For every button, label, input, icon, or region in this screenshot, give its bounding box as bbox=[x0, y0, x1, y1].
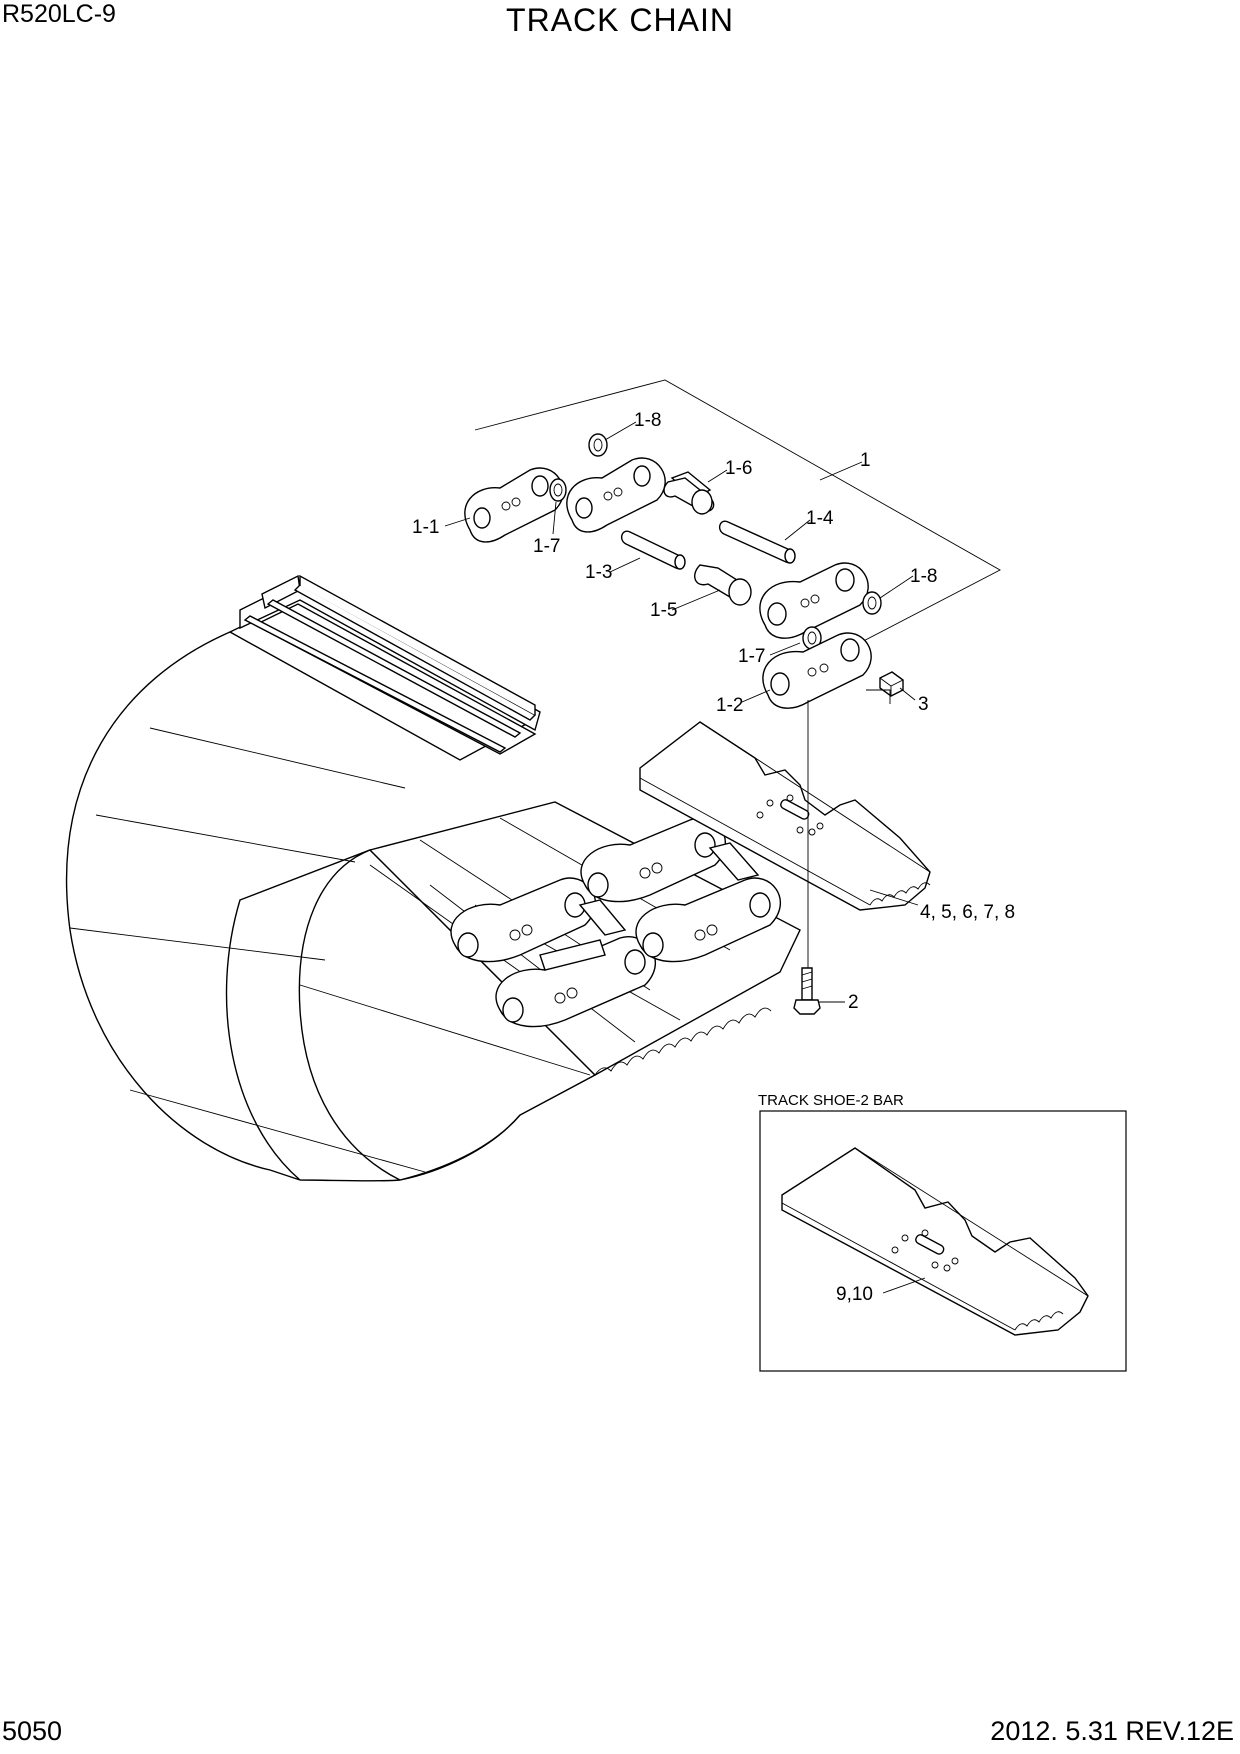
track-belt bbox=[65, 574, 801, 1182]
part-1-2-link bbox=[762, 632, 872, 709]
part-1-3-pin bbox=[620, 530, 686, 570]
callout-1-7-lower: 1-7 bbox=[738, 646, 765, 667]
callout-1-6: 1-6 bbox=[725, 458, 752, 479]
inset-title: TRACK SHOE-2 BAR bbox=[758, 1092, 904, 1109]
part-1-6-bushing-top bbox=[663, 471, 715, 515]
callout-9-10: 9,10 bbox=[836, 1284, 873, 1305]
part-link-upper-right bbox=[566, 457, 666, 533]
callout-1-4: 1-4 bbox=[806, 508, 834, 529]
part-1-4-pin bbox=[718, 520, 796, 564]
page-title: TRACK CHAIN bbox=[506, 2, 734, 38]
model-code: R520LC-9 bbox=[2, 0, 116, 28]
callout-4-5-6-7-8: 4, 5, 6, 7, 8 bbox=[920, 902, 1015, 923]
callout-1: 1 bbox=[860, 450, 871, 471]
callout-1-7-top: 1-7 bbox=[533, 536, 560, 557]
callout-3: 3 bbox=[918, 694, 929, 715]
part-2-bolt bbox=[793, 967, 821, 1015]
callout-labels: 1 1-8 1-1 1-7 1-6 1-4 1-3 1-5 1-8 1-7 1-… bbox=[412, 410, 1015, 1013]
part-link-right bbox=[759, 562, 869, 639]
part-1-1-link bbox=[464, 467, 564, 543]
callout-1-1: 1-1 bbox=[412, 517, 439, 538]
callout-1-8-top: 1-8 bbox=[634, 410, 661, 431]
page-number: 5050 bbox=[2, 1716, 63, 1746]
part-1-5-bushing bbox=[694, 564, 752, 606]
inset-frame bbox=[759, 1110, 1127, 1372]
inset-track-shoe-2-bar: TRACK SHOE-2 BAR 9,10 bbox=[758, 1092, 1127, 1372]
revision-date: 2012. 5.31 REV.12E bbox=[990, 1716, 1234, 1746]
callout-1-5: 1-5 bbox=[650, 600, 677, 621]
part-1-8-seal-top bbox=[588, 433, 608, 457]
part-track-shoe bbox=[639, 721, 931, 911]
part-3-nut bbox=[879, 671, 904, 697]
leader-lines bbox=[444, 421, 919, 1003]
part-1-7-collar-top bbox=[549, 478, 567, 502]
assembly-bracket-1 bbox=[474, 379, 1001, 649]
chain-links-on-track bbox=[450, 817, 782, 1028]
part-1-8-seal-right bbox=[862, 591, 882, 615]
callout-1-2: 1-2 bbox=[716, 695, 743, 716]
callout-2: 2 bbox=[848, 992, 859, 1013]
callout-1-8-right: 1-8 bbox=[910, 566, 937, 587]
callout-1-3: 1-3 bbox=[585, 562, 612, 583]
